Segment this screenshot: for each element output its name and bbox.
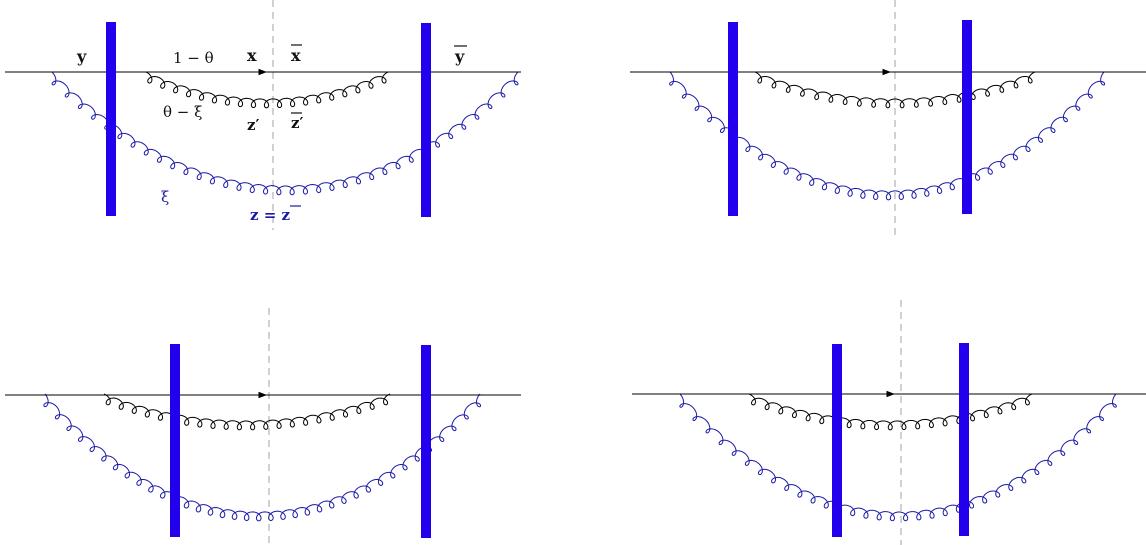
- label-ybar: y: [454, 47, 465, 66]
- shock-wave-left: [106, 22, 116, 216]
- shock-wave-left: [832, 344, 842, 537]
- hard-gluon: [145, 71, 389, 109]
- soft-gluon: [51, 71, 519, 196]
- label-x: x: [247, 46, 257, 65]
- shock-wave-right: [962, 20, 972, 214]
- label-theta-minus-xi: θ − ξ: [163, 103, 202, 121]
- label-zprime: z′: [247, 116, 260, 134]
- shock-wave-left: [728, 22, 738, 216]
- soft-gluon: [43, 393, 482, 522]
- soft-gluon: [669, 71, 1106, 201]
- soft-gluon: [679, 393, 1117, 522]
- shock-wave-left: [170, 344, 180, 537]
- panel-top-left: y 1 − θ x x y θ − ξ z′ z′ ξ z = z: [5, 0, 521, 230]
- hard-gluon: [103, 393, 391, 431]
- panel-bottom-left: [5, 308, 521, 545]
- label-xi: ξ: [161, 188, 169, 206]
- panel-bottom-right: [632, 300, 1146, 545]
- label-one-minus-theta: 1 − θ: [173, 49, 214, 67]
- label-y: y: [76, 47, 87, 66]
- label-zbarprime: z′: [291, 114, 304, 132]
- shock-wave-right: [421, 23, 431, 217]
- panel-top-right: [630, 0, 1146, 240]
- hard-gluon: [754, 71, 1036, 109]
- label-xbar: x: [291, 46, 301, 65]
- shock-wave-right: [421, 345, 431, 538]
- label-z-eq-zbar: z = z: [250, 206, 291, 224]
- shock-wave-right: [959, 343, 969, 536]
- hard-gluon: [748, 393, 1033, 431]
